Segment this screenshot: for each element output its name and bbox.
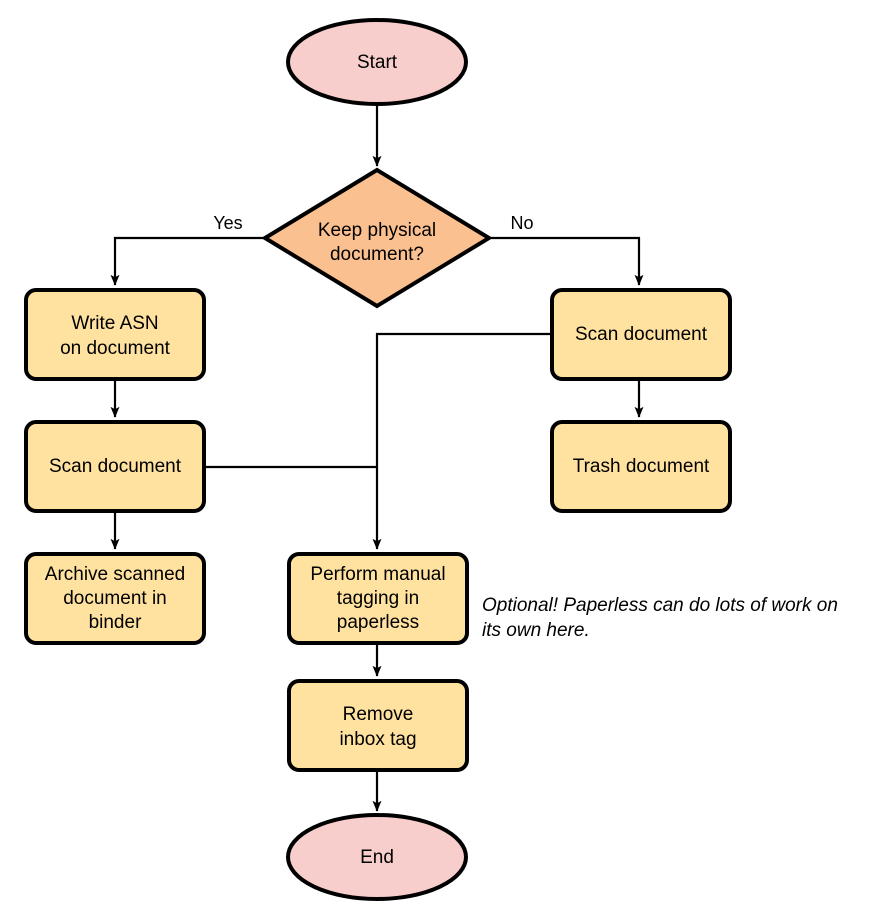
end-ellipse-shape — [286, 813, 468, 901]
archive-rect-shape — [24, 552, 206, 645]
start-ellipse-shape — [286, 18, 468, 106]
remove-inbox-tag-label-line-2: inbox tag — [339, 729, 416, 750]
manual-tagging-label-line-3: paperless — [337, 612, 419, 633]
node-perform-manual-tagging-in-paperless[interactable]: Perform manual tagging in paperless — [287, 552, 469, 645]
annotation-note: Optional! Paperless can do lots of work … — [482, 595, 838, 641]
remove-inbox-tag-label-line-1: Remove — [343, 704, 414, 725]
node-scan-document-left[interactable]: Scan document — [24, 420, 206, 513]
archive-label-line-3: binder — [89, 612, 142, 633]
start-label: Start — [357, 52, 398, 73]
node-end[interactable]: End — [286, 813, 468, 901]
archive-label-line-1: Archive scanned — [45, 564, 185, 585]
archive-label-line-2: document in — [63, 588, 167, 609]
node-scan-document-right[interactable]: Scan document — [550, 288, 732, 381]
edge-decision-no-to-scan-document-right — [491, 236, 644, 286]
scan-document-right-label: Scan document — [575, 324, 708, 345]
end-label: End — [360, 847, 394, 868]
manual-tagging-rect-shape — [287, 552, 469, 645]
manual-tagging-label-line-1: Perform manual — [310, 564, 445, 585]
edge-label-yes: Yes — [213, 213, 242, 233]
remove-inbox-tag-rect-shape — [287, 679, 469, 772]
trash-document-rect-shape — [550, 420, 732, 513]
node-trash-document[interactable]: Trash document — [550, 420, 732, 513]
write-asn-label-line-1: Write ASN — [71, 313, 158, 334]
write-asn-label-line-2: on document — [60, 338, 171, 359]
decision-diamond-shape — [261, 167, 493, 309]
annotation-note-line-2: its own here. — [482, 620, 590, 641]
node-keep-physical-document[interactable]: Keep physical document? — [261, 167, 493, 309]
trash-document-label: Trash document — [573, 456, 710, 477]
write-asn-rect-shape — [24, 288, 206, 381]
node-write-asn-on-document[interactable]: Write ASN on document — [24, 288, 206, 381]
scan-document-left-rect-shape — [24, 420, 206, 513]
node-start[interactable]: Start — [286, 18, 468, 106]
node-remove-inbox-tag[interactable]: Remove inbox tag — [287, 679, 469, 772]
scan-document-left-label: Scan document — [49, 456, 182, 477]
decision-label-line-1: Keep physical — [318, 220, 436, 241]
edge-label-no: No — [510, 213, 533, 233]
manual-tagging-label-line-2: tagging in — [337, 588, 419, 609]
scan-document-right-rect-shape — [550, 288, 732, 381]
decision-label-line-2: document? — [330, 244, 424, 265]
node-archive-scanned-document-in-binder[interactable]: Archive scanned document in binder — [24, 552, 206, 645]
annotation-note-line-1: Optional! Paperless can do lots of work … — [482, 595, 838, 616]
edge-scan-document-right-to-manual-tagging — [372, 332, 552, 550]
edge-decision-yes-to-write-asn — [110, 236, 264, 286]
